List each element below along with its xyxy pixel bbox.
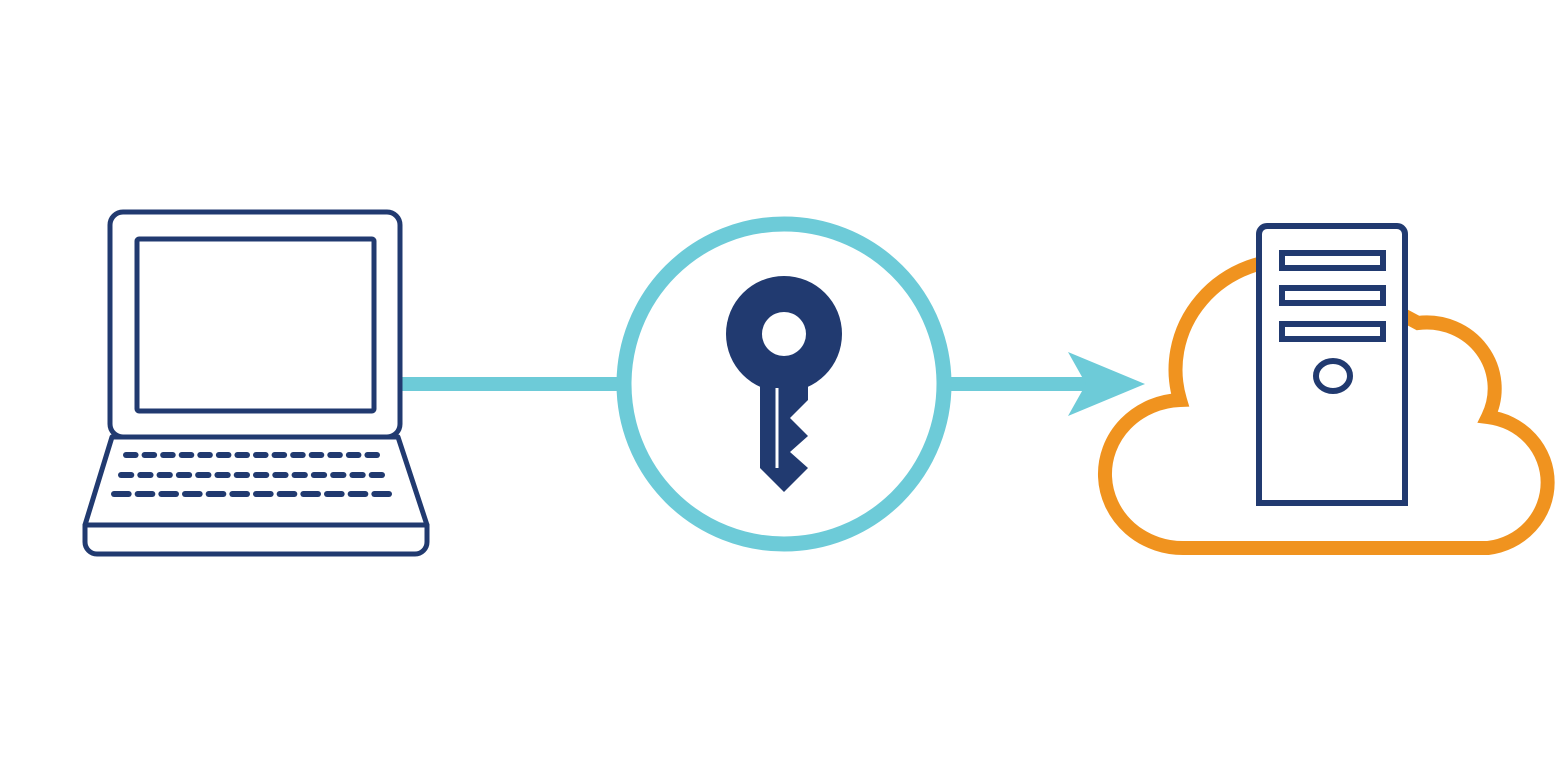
server-icon (1256, 223, 1408, 506)
connector-line-laptop-to-key (398, 377, 623, 391)
arrow-head-icon (1068, 352, 1145, 416)
cloud-server-icon (1098, 223, 1555, 556)
connector-line-key-to-cloud (945, 377, 1090, 391)
power-button-icon (1313, 358, 1353, 394)
laptop-icon (82, 209, 430, 557)
key-node (616, 216, 952, 552)
key-icon (726, 276, 842, 492)
